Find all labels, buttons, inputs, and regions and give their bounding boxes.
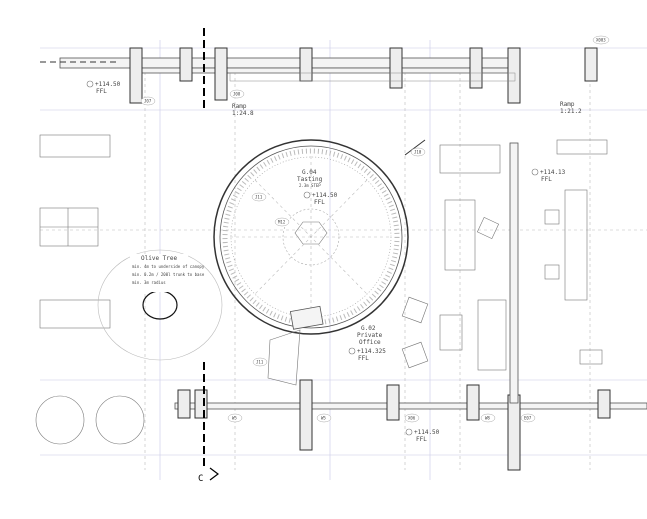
svg-text:G.02: G.02 — [361, 325, 376, 332]
svg-text:2.3m STEP: 2.3m STEP — [299, 183, 321, 188]
svg-text:1:24.8: 1:24.8 — [232, 110, 254, 117]
svg-text:G.04: G.04 — [302, 169, 317, 176]
svg-text:J08: J08 — [233, 92, 241, 97]
svg-text:Ramp: Ramp — [560, 101, 575, 108]
room-label-office: G.02 Private Office — [357, 325, 383, 346]
ramp-left: Ramp 1:24.8 — [232, 103, 254, 117]
svg-text:W5: W5 — [232, 416, 237, 421]
svg-text:X003: X003 — [596, 38, 606, 43]
svg-text:+114.50: +114.50 — [414, 429, 440, 436]
svg-text:FFL: FFL — [541, 176, 552, 183]
olive-tree-note: min. 3m radius — [132, 280, 166, 285]
svg-text:J11: J11 — [256, 360, 264, 365]
section-marker: C — [198, 474, 203, 484]
svg-text:FFL: FFL — [416, 436, 427, 443]
olive-tree-note: min. 4m to underside of canopy — [132, 264, 205, 269]
ramp-right: Ramp 1:21.2 — [560, 101, 582, 115]
element-tags: J07 J08 J10 J11 M12 J11 W5 W5 X06 W8 E07… — [140, 35, 610, 423]
svg-text:1:21.2: 1:21.2 — [560, 108, 582, 115]
svg-text:FFL: FFL — [96, 88, 107, 95]
svg-text:+114.13: +114.13 — [540, 169, 566, 176]
svg-text:Office: Office — [359, 339, 381, 346]
tasting-room — [213, 139, 409, 335]
svg-text:Private: Private — [357, 332, 383, 339]
svg-text:J10: J10 — [414, 150, 422, 155]
bottom-wall — [174, 142, 647, 471]
svg-text:FFL: FFL — [358, 355, 369, 362]
svg-text:+114.50: +114.50 — [312, 192, 338, 199]
top-wall — [40, 47, 598, 104]
level-top-left: +114.50 FFL — [86, 80, 121, 95]
svg-text:J07: J07 — [144, 99, 152, 104]
olive-tree: Olive Tree min. 4m to underside of canop… — [97, 249, 223, 361]
furniture-right — [401, 139, 608, 371]
olive-tree-title: Olive Tree — [141, 255, 178, 262]
section-line: C — [198, 28, 219, 484]
svg-text:W8: W8 — [485, 416, 490, 421]
level-office: +114.325 FFL — [348, 347, 386, 362]
svg-text:Ramp: Ramp — [232, 103, 247, 110]
level-right: +114.13 FFL — [531, 168, 566, 183]
svg-text:Tasting: Tasting — [297, 176, 323, 183]
svg-text:+114.50: +114.50 — [95, 81, 121, 88]
level-bottom: +114.50 FFL — [405, 428, 440, 443]
svg-text:J11: J11 — [255, 195, 263, 200]
room-label-tasting: G.04 Tasting 2.3m STEP — [297, 169, 323, 188]
svg-text:X06: X06 — [408, 416, 416, 421]
svg-text:M12: M12 — [278, 220, 286, 225]
svg-text:+114.325: +114.325 — [357, 348, 386, 355]
door-panel — [267, 329, 301, 386]
svg-text:E07: E07 — [524, 416, 532, 421]
svg-text:W5: W5 — [321, 416, 326, 421]
olive-tree-note: min. 0.2m / 200l trunk to base — [132, 272, 205, 277]
furniture-left — [35, 134, 145, 445]
level-tasting: +114.50 FFL — [303, 191, 338, 206]
svg-text:FFL: FFL — [314, 199, 325, 206]
